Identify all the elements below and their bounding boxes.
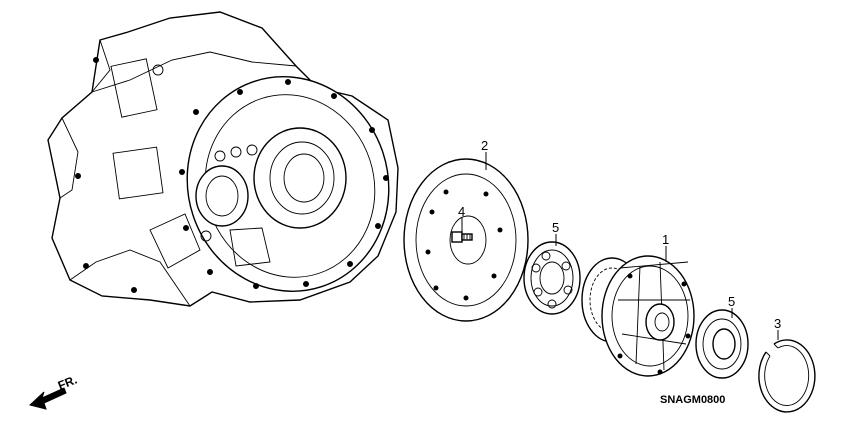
direction-label: FR. [56,373,79,393]
callout-3: 3 [774,316,781,331]
callout-5-left: 5 [552,220,559,235]
snap-ring [758,339,816,413]
differential-assembly [581,255,695,377]
bearing-left [523,241,581,315]
leader-lines [461,152,779,340]
bearing-right [695,309,749,379]
diagram-code: SNAGM0800 [660,394,725,406]
gear-bolt [451,231,473,243]
callout-1: 1 [662,232,669,247]
arrow-down-left-icon [28,387,67,410]
callout-2: 2 [481,138,488,153]
callout-4: 4 [458,204,465,219]
callout-5-right: 5 [728,294,735,309]
transmission-housing [47,11,399,307]
